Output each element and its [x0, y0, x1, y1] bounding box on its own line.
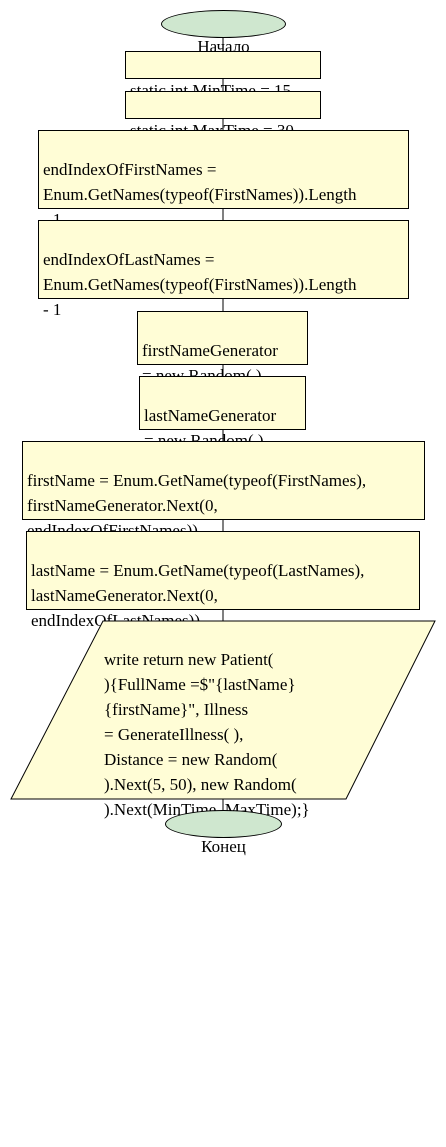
process-max-time: static int MaxTime = 30	[125, 91, 321, 140]
process-text: endIndexOfLastNames = Enum.GetNames(type…	[43, 250, 357, 319]
output-text: write return new Patient( ){FullName =$"…	[104, 650, 310, 819]
process-last-name-generator: lastNameGenerator = new Random( )	[139, 376, 306, 450]
end-label: Конец	[201, 837, 246, 856]
process-last-name: lastName = Enum.GetName(typeof(LastNames…	[26, 531, 420, 630]
process-text: lastName = Enum.GetName(typeof(LastNames…	[31, 561, 365, 630]
end-terminal: Конец	[165, 810, 282, 856]
output-statement: write return new Patient( ){FullName =$"…	[104, 622, 404, 822]
process-first-name: firstName = Enum.GetName(typeof(FirstNam…	[22, 441, 425, 540]
process-end-index-last-names: endIndexOfLastNames = Enum.GetNames(type…	[38, 220, 409, 319]
process-end-index-first-names: endIndexOfFirstNames = Enum.GetNames(typ…	[38, 130, 409, 229]
process-min-time: static int MinTime = 15	[125, 51, 321, 100]
process-text: endIndexOfFirstNames = Enum.GetNames(typ…	[43, 160, 357, 229]
start-terminal: Начало	[161, 10, 286, 56]
process-first-name-generator: firstNameGenerator = new Random( )	[137, 311, 308, 385]
process-text: firstName = Enum.GetName(typeof(FirstNam…	[27, 471, 367, 540]
